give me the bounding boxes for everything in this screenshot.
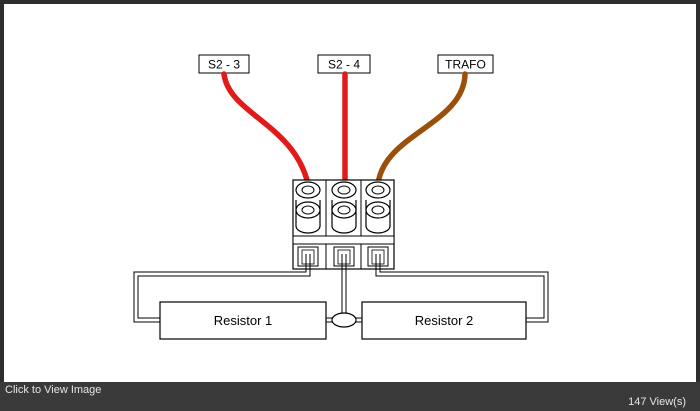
resistor-2: Resistor 2 <box>361 301 527 340</box>
resistor-2-label: Resistor 2 <box>415 313 474 328</box>
terminal-1 <box>295 181 321 267</box>
junction-node <box>331 312 357 328</box>
red-wire-s2-3 <box>221 71 311 187</box>
diagram-canvas[interactable]: S2 - 3 S2 - 4 TRAFO <box>0 0 700 382</box>
label-s2-3: S2 - 3 <box>198 54 250 74</box>
resistor-1-label: Resistor 1 <box>214 313 273 328</box>
label-s2-3-text: S2 - 3 <box>208 58 240 72</box>
view-count: 147 View(s) <box>628 396 686 408</box>
resistor-1: Resistor 1 <box>159 301 327 340</box>
wire-terminal1-resistor1 <box>133 254 311 323</box>
wire-terminal3-resistor2 <box>375 254 549 323</box>
wiring-diagram: S2 - 3 S2 - 4 TRAFO <box>133 54 549 340</box>
terminal-2 <box>331 181 357 267</box>
label-s2-4: S2 - 4 <box>317 54 371 74</box>
label-trafo-text: TRAFO <box>445 58 486 72</box>
label-s2-4-text: S2 - 4 <box>328 58 360 72</box>
brown-wire-trafo <box>375 71 468 187</box>
label-trafo: TRAFO <box>437 54 494 74</box>
footer-bar: Click to View Image 147 View(s) <box>0 382 700 411</box>
terminal-block <box>292 179 395 270</box>
wire-terminal2-junction <box>341 254 347 314</box>
view-image-link[interactable]: Click to View Image <box>5 384 102 396</box>
terminal-3 <box>365 181 391 267</box>
